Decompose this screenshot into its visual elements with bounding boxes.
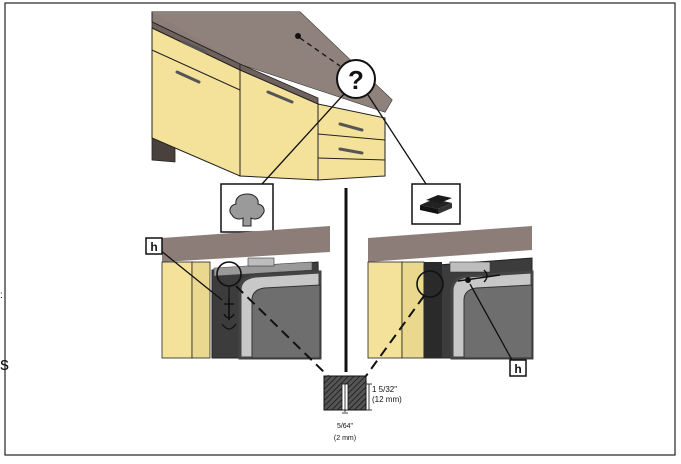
door-handle bbox=[266, 90, 294, 104]
dimension-depth-imperial: 1 5/32" bbox=[372, 385, 397, 394]
masonry-option bbox=[411, 183, 461, 225]
cabinet-middle bbox=[239, 69, 319, 181]
appliance-interior bbox=[251, 284, 321, 359]
brick-icon bbox=[420, 195, 452, 214]
kitchen-cabinets bbox=[151, 11, 393, 181]
label-h-right-text: h bbox=[514, 362, 521, 376]
countertop-underside bbox=[162, 226, 330, 262]
edge-text-fragment: s bbox=[0, 354, 9, 374]
drill-point bbox=[295, 33, 301, 39]
screw-icon bbox=[223, 298, 235, 320]
countertop-underside bbox=[368, 226, 532, 262]
drawer-handle bbox=[181, 40, 207, 54]
door-handle bbox=[175, 70, 201, 84]
cabinet-side-panel bbox=[367, 261, 403, 359]
cabinet-right bbox=[317, 103, 386, 181]
dimension-width-metric: (2 mm) bbox=[334, 435, 356, 442]
wood-option bbox=[220, 183, 274, 233]
tree-icon bbox=[229, 193, 265, 227]
figure-border bbox=[4, 2, 676, 456]
detail-left: h bbox=[145, 226, 330, 362]
drawer-handle bbox=[338, 147, 364, 155]
question-mark: ? bbox=[348, 65, 364, 95]
mounting-bracket-callout bbox=[416, 270, 444, 298]
edge-text-fragment: : bbox=[0, 290, 3, 301]
dimension-width-imperial: 5/64" bbox=[337, 423, 354, 430]
cross-section-detail: 1 5/32" (12 mm) 5/64" (2 mm) bbox=[323, 375, 402, 442]
appliance-interior bbox=[463, 284, 533, 359]
label-h-left-text: h bbox=[150, 240, 157, 254]
cabinet-side-panel bbox=[161, 261, 193, 359]
question-callout bbox=[336, 59, 376, 99]
drawer-handle bbox=[338, 122, 364, 132]
label-h-left bbox=[145, 237, 163, 255]
detail-right: h bbox=[367, 226, 534, 377]
dimension-depth-metric: (12 mm) bbox=[372, 395, 402, 404]
label-h-right bbox=[509, 359, 527, 377]
screw-icon bbox=[465, 277, 471, 283]
